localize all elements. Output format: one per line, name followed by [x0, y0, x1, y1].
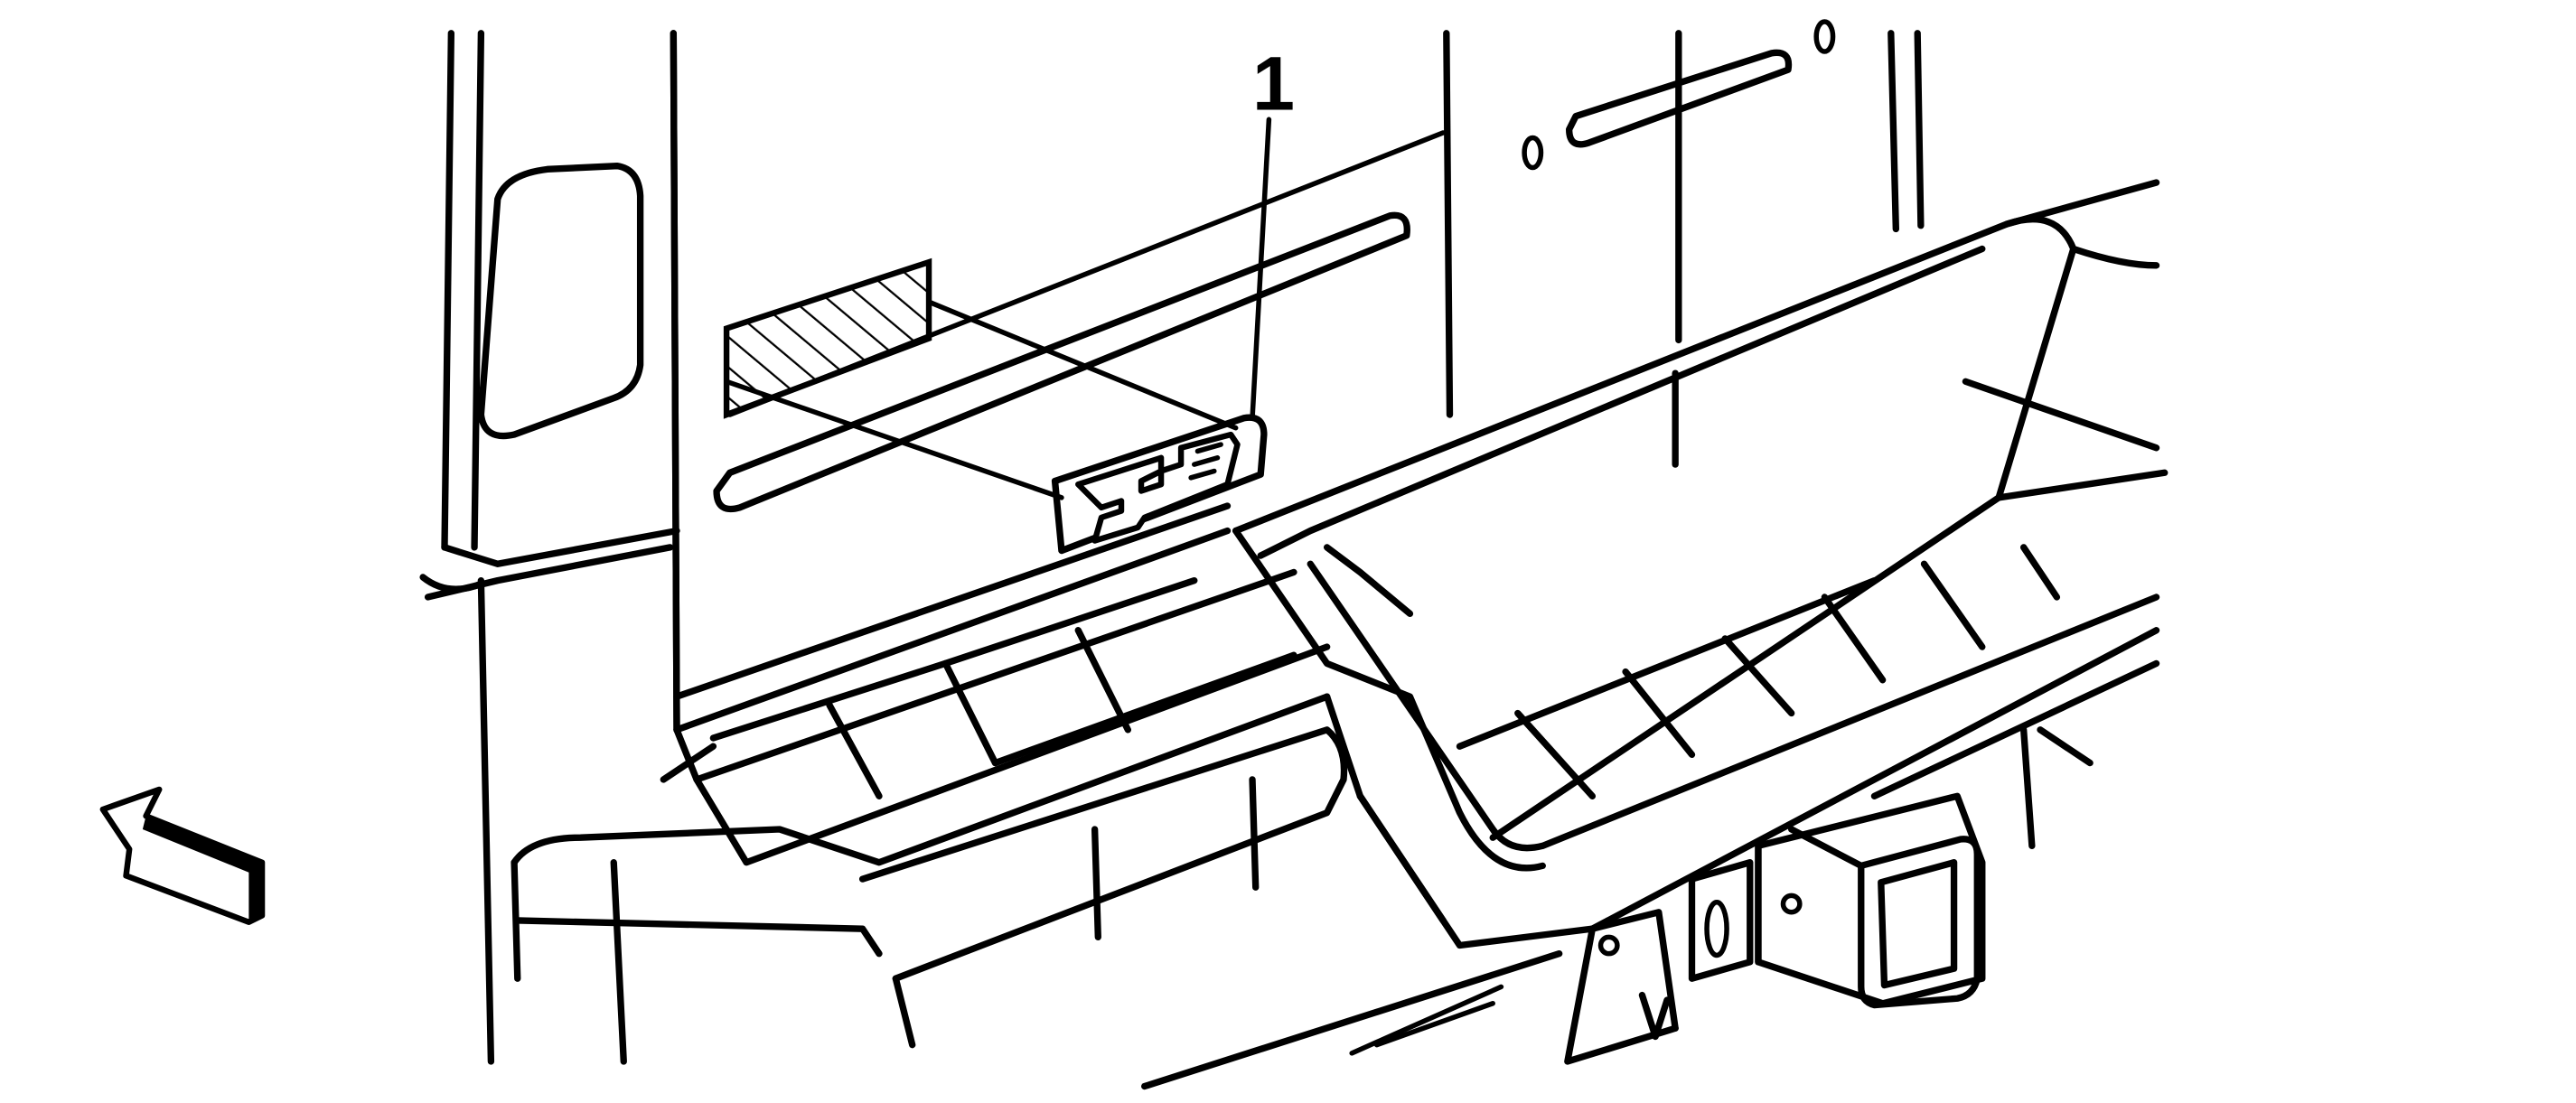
explode-line-top — [926, 299, 1239, 431]
door-upper-slot — [1565, 49, 1793, 148]
trailer-hitch-receiver — [1688, 726, 2036, 1009]
rear-door — [670, 30, 1925, 734]
callout-leader-line — [1250, 117, 1272, 421]
lower-fascia — [1141, 627, 2160, 1090]
door-hole-right — [1813, 19, 1836, 54]
callout-1: 1 — [1250, 41, 1295, 421]
door-hole-left — [1522, 135, 1544, 171]
tailgate-step-right — [1232, 179, 2169, 872]
callout-label: 1 — [1252, 41, 1295, 126]
explode-line-bottom — [724, 379, 1064, 500]
door-lower-slot — [713, 211, 1410, 513]
side-window — [477, 163, 644, 440]
hitch-bracket — [1349, 909, 1679, 1065]
rear-bumper-step-left — [511, 568, 1348, 1065]
forward-arrow-icon — [99, 786, 266, 926]
hatched-tape-icon — [723, 257, 932, 419]
h3-emblem-icon — [1051, 414, 1268, 555]
